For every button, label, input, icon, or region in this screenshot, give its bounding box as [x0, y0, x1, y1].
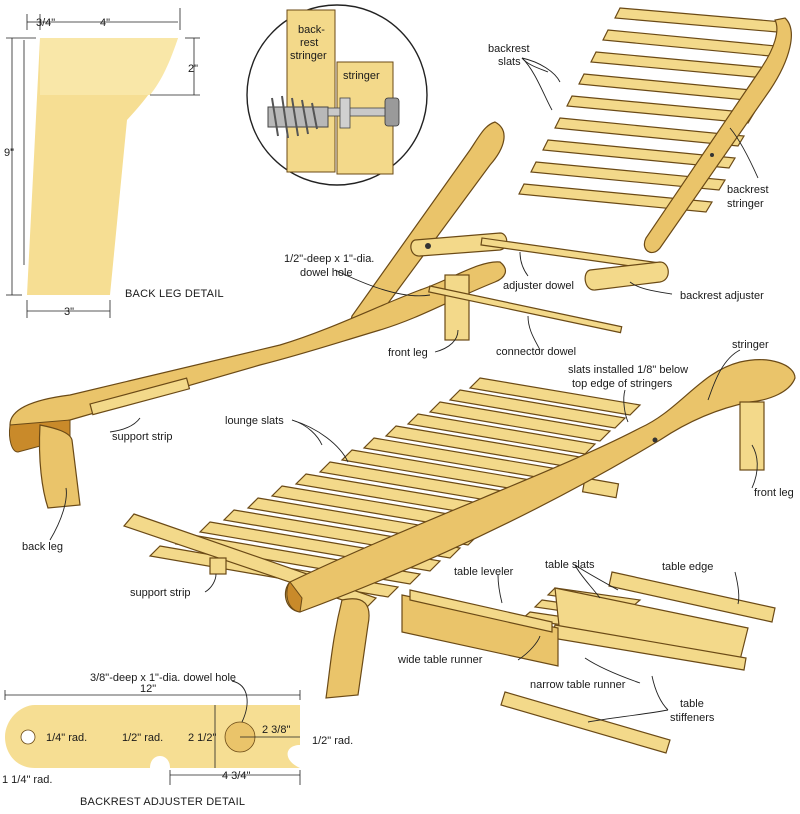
label-stringer: stringer: [732, 339, 769, 351]
inset-backrest-stringer-3: stringer: [290, 50, 327, 62]
adjuster-rad-one-quarter: 1 1/4" rad.: [2, 774, 52, 786]
inset-backrest-stringer-2: rest: [300, 37, 318, 49]
label-narrow-table-runner: narrow table runner: [530, 679, 626, 691]
label-backrest-slats-2: slats: [498, 56, 521, 68]
back-leg-detail-title: BACK LEG DETAIL: [125, 288, 224, 300]
backrest-stringer: [643, 17, 792, 253]
label-backrest-adjuster: backrest adjuster: [680, 290, 764, 302]
back-leg-upper: [40, 38, 178, 95]
adjuster-dowel-hole: 3/8"-deep x 1"-dia. dowel hole: [90, 672, 236, 684]
bolt-shaft-icon: [327, 107, 391, 117]
front-leg-top: [444, 274, 470, 341]
back-leg-detail: 3/4" 4" 9" 2" 3" BACK LEG DETAIL: [4, 8, 224, 318]
label-backrest-stringer-1: backrest: [727, 184, 769, 196]
adjuster-span: 4 3/4": [222, 770, 250, 782]
support-strip-top: [89, 377, 191, 416]
label-lounge-slats: lounge slats: [225, 415, 284, 427]
label-table-edge: table edge: [662, 561, 713, 573]
table-leveler: [409, 589, 553, 633]
back-leg-dim-top-right: 4": [100, 17, 110, 29]
adjuster-length: 12": [140, 683, 156, 695]
adjuster-parts: [410, 232, 669, 291]
adjuster-rad-half-b: 1/2" rad.: [312, 735, 353, 747]
seat-support-block: [581, 477, 620, 499]
backrest-assembly: [518, 7, 792, 253]
label-table-slats: table slats: [545, 559, 595, 571]
label-front-leg-top: front leg: [388, 347, 428, 359]
table-assembly: [401, 571, 776, 754]
label-slats-installed-1: slats installed 1/8" below: [568, 364, 688, 376]
label-table-stiffeners-2: stiffeners: [670, 712, 715, 724]
label-backrest-slats-1: backrest: [488, 43, 530, 55]
label-backrest-stringer-2: stringer: [727, 198, 764, 210]
adjuster-detail-title: BACKREST ADJUSTER DETAIL: [80, 796, 245, 808]
leader-lines: [49, 57, 759, 723]
adjuster-rad-quarter: 1/4" rad.: [46, 732, 87, 744]
label-wide-table-runner: wide table runner: [397, 654, 483, 666]
support-strip-bottom: [209, 557, 227, 575]
back-leg-shape: [27, 38, 178, 295]
adjuster-height: 2 1/2": [188, 732, 216, 744]
back-leg-dim-side: 2": [188, 63, 198, 75]
backrest-adjuster-detail: 12" 1/4" rad. 1/2" rad. 2 1/2" 2 3/8" 1/…: [2, 672, 353, 808]
label-back-leg: back leg: [22, 541, 63, 553]
back-leg-seat: [325, 598, 370, 699]
connector-dowel: [428, 285, 623, 334]
label-adjuster-dowel: adjuster dowel: [503, 280, 574, 292]
backrest-slats: [518, 7, 785, 213]
adjuster-profile: [5, 705, 300, 768]
table-edge: [608, 571, 776, 623]
fastener-inset: back- rest stringer stringer: [246, 4, 428, 186]
label-table-leveler: table leveler: [454, 566, 514, 578]
adjuster-hole-offset: 2 3/8": [262, 724, 290, 736]
label-table-stiffeners-1: table: [680, 698, 704, 710]
front-leg-right: [739, 401, 765, 471]
back-leg-dim-top-left: 3/4": [36, 17, 55, 29]
label-front-leg-right: front leg: [754, 487, 794, 499]
adjuster-rad-half-a: 1/2" rad.: [122, 732, 163, 744]
label-slats-installed-2: top edge of stringers: [572, 378, 673, 390]
inset-stringer: stringer: [343, 70, 380, 82]
table-stiffener: [500, 691, 671, 754]
label-support-strip-top: support strip: [112, 431, 173, 443]
inset-backrest-stringer-1: back-: [298, 24, 325, 36]
lounge-stringer: [284, 359, 796, 613]
bolt-head-icon: [384, 97, 400, 127]
label-support-strip-bottom: support strip: [130, 587, 191, 599]
back-leg-dim-height: 9": [4, 147, 14, 159]
label-dowel-hole-2: dowel hole: [300, 267, 353, 279]
back-leg-left: [38, 424, 81, 509]
labels: backrest slats backrest stringer 1/2"-de…: [22, 43, 794, 724]
label-dowel-hole-1: 1/2"-deep x 1"-dia.: [284, 253, 374, 265]
quarter-rad-hole-icon: [20, 729, 36, 745]
back-leg-dim-bottom: 3": [64, 306, 74, 318]
label-connector-dowel: connector dowel: [496, 346, 576, 358]
